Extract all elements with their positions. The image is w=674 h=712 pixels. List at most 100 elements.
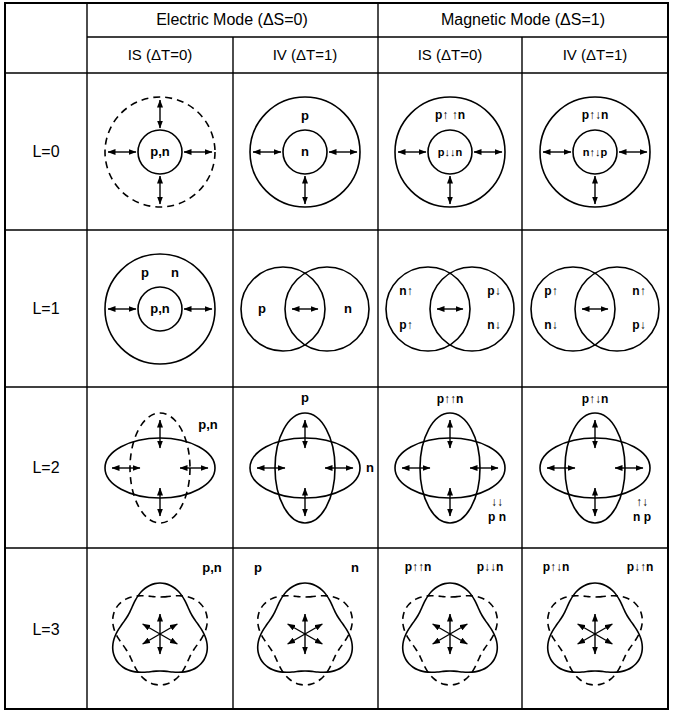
nucleon-label: n↓ [544,319,557,333]
oscillation-arrow [180,467,208,468]
oscillation-arrow [159,488,160,516]
table-rule [232,37,233,709]
oscillation-arrow [594,420,595,448]
nucleon-label: p↓↓n [477,561,504,575]
oscillation-arrow [398,151,426,152]
oscillation-arrow [304,488,305,516]
table-header: IS (ΔT=0) [418,46,483,63]
nucleus-circle [138,287,182,331]
nucleon-label: n [351,561,359,576]
table-header: IS (ΔT=0) [128,46,193,63]
nucleon-label: n↓ [487,319,500,333]
table-rule [5,229,668,230]
drawing-group [5,3,668,709]
oscillation-arrow [143,624,178,644]
table-rule [377,3,378,709]
table-header: IV (ΔT=1) [563,46,628,63]
table-border [5,3,668,709]
nucleon-label: p↓ [632,319,645,333]
nucleon-label: n [344,302,352,317]
oscillation-arrow [433,624,468,644]
nucleon-label: p [301,109,309,124]
oscillation-arrow [578,624,613,644]
oscillation-arrow [619,151,647,152]
nucleon-label: p [301,391,309,406]
row-label: L=1 [32,300,59,318]
dashed-circle [105,97,215,207]
oscillation-arrow [253,151,281,152]
oscillation-arrow [184,308,212,309]
dashed-octupole [113,596,208,685]
nucleon-label: n [366,461,374,476]
oscillation-arrow [449,420,450,448]
nucleon-label: p↑↓n [543,561,570,575]
nucleon-label: n↑ [399,285,412,299]
row-label: L=2 [32,459,59,477]
nucleus-circle [105,254,215,364]
oscillation-arrow [547,467,575,468]
nucleon-label: p n [488,511,506,525]
table-rule [5,547,668,548]
nucleon-label: n↑↓p [583,146,607,159]
nucleon-label: p [258,302,266,317]
nucleon-label: p↑↓n [582,109,609,123]
oscillation-arrow [108,151,136,152]
oscillation-arrow [288,624,323,644]
oscillation-arrow [257,467,285,468]
nucleus-circle [283,130,327,174]
octupole-shape [113,583,208,672]
oscillation-arrow [578,624,613,644]
oscillation-arrow [615,467,643,468]
nucleus-circle [250,97,360,207]
octupole-shape [403,583,498,672]
nucleon-label: p↑↑n [405,561,432,575]
oscillation-arrow [329,151,357,152]
table-header: Electric Mode (ΔS=0) [156,11,308,29]
oscillation-arrow [470,467,498,468]
nucleon-label: p↑ [399,319,412,333]
oscillation-arrow [304,420,305,448]
nucleon-label: p↓↓n [438,146,462,159]
oscillation-arrow [108,308,136,309]
oscillation-arrow [112,467,140,468]
oscillation-arrow [288,624,323,644]
oscillation-arrow [594,488,595,516]
nucleon-label: p,n [150,145,170,160]
nucleon-label: p [254,561,262,576]
table-header: Magnetic Mode (ΔS=1) [441,11,605,29]
octupole-shape [258,583,353,672]
oscillation-arrow [474,151,502,152]
nucleus-circle [573,130,617,174]
table-rule [86,3,87,709]
oscillation-arrow [437,308,463,309]
nucleus-circle [428,130,472,174]
table-rule [521,37,522,709]
oscillation-arrow [325,467,353,468]
oscillation-arrow [402,467,430,468]
oscillation-arrow [582,308,608,309]
nucleon-label: n [171,266,179,281]
nucleon-label: p↓ [487,285,500,299]
nucleon-label: p↓↑n [627,561,654,575]
oscillation-arrow [184,151,212,152]
nucleus-circle [285,267,369,351]
nucleon-label: p↑ [544,285,557,299]
nucleus-circle [386,267,470,351]
nucleon-label: p,n [150,302,170,317]
nucleon-label: p↑ ↑n [435,109,465,123]
oscillation-arrow [449,488,450,516]
nucleus-circle [575,267,659,351]
dashed-octupole [403,596,498,685]
dashed-octupole [548,596,643,685]
nucleon-label: p↑↑n [437,393,464,407]
oscillation-arrow [449,176,450,204]
oscillation-arrow [433,624,468,644]
oscillation-arrow [292,308,318,309]
octupole-shape [548,583,643,672]
table-rule [5,72,668,73]
row-label: L=0 [32,143,59,161]
nucleus-circle [531,267,615,351]
nucleon-label: n↑ [632,285,645,299]
